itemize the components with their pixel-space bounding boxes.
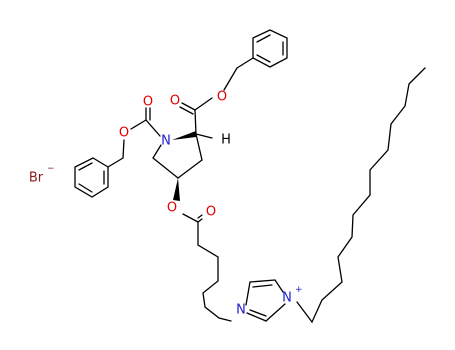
- bond-n-carbonyl-cbz: [145, 119, 161, 137]
- pyrrolidine-ring: [152, 131, 203, 179]
- bond-o-carbonyl-upper: [194, 97, 213, 111]
- ester-oxygen-lower: O: [167, 201, 177, 216]
- bond-carbonyl-c2: [194, 109, 197, 135]
- bond-c2-h: [195, 133, 213, 139]
- bond-ch2-o-upper: [223, 67, 238, 91]
- bond-c-double-o-upper-2: [179, 106, 194, 115]
- carbonyl-oxygen-upper: O: [170, 94, 180, 109]
- phenyl-ring-cbz: [74, 157, 109, 198]
- bond-phenyl-ch2-upper: [236, 57, 254, 69]
- ester-oxygen-cbz: O: [119, 126, 129, 141]
- bond-c-double-o-upper-1: [181, 102, 196, 111]
- bond-c-o-cbz: [130, 119, 147, 130]
- bond-ch2-phenyl-cbz: [107, 157, 124, 168]
- ester-oxygen-upper: O: [217, 90, 227, 105]
- imidazolium-nitrogen-3: N: [282, 291, 292, 306]
- bond-o-acyl-lower: [182, 213, 199, 223]
- wedge-c4-o: [173, 178, 180, 201]
- bromide-label: Br: [29, 171, 44, 186]
- pyrrolidine-nitrogen: N: [161, 134, 171, 149]
- carbonyl-oxygen-lower: O: [206, 205, 216, 220]
- bond-o-ch2-cbz: [122, 139, 125, 159]
- bond-c-double-o-lower-1: [197, 218, 203, 223]
- stereocenter-hydrogen: H: [221, 133, 231, 148]
- bromide-charge: −: [47, 164, 55, 174]
- phenyl-ring-upper: [252, 29, 288, 68]
- bond-c-double-o-lower-2: [197, 214, 203, 219]
- imidazolium-charge: +: [295, 285, 303, 295]
- dodecyl-chain: [296, 67, 426, 324]
- pentanoyl-chain: [197, 221, 232, 322]
- imidazolium-nitrogen-1: N: [236, 303, 246, 318]
- imidazolium-ring: [245, 279, 286, 322]
- carbonyl-oxygen-cbz: O: [143, 95, 153, 110]
